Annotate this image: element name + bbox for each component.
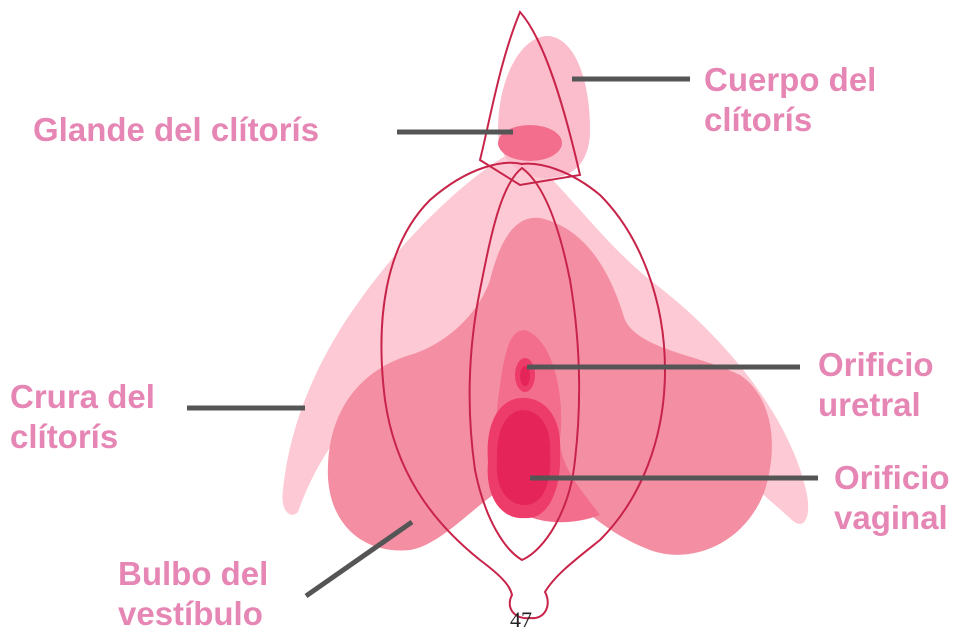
vaginal-orifice-inner-shape — [497, 410, 551, 505]
label-uretral-line2: uretral — [818, 385, 934, 425]
page-number: 47 — [510, 608, 532, 632]
label-crura-line1: Crura del — [10, 377, 155, 417]
label-cuerpo-line2: clítorís — [704, 100, 876, 140]
label-crura-line2: clítorís — [10, 417, 155, 457]
label-orificio-uretral: Orificio uretral — [818, 345, 934, 425]
label-bulbo-line1: Bulbo del — [118, 554, 268, 594]
label-bulbo-line2: vestíbulo — [118, 594, 268, 634]
label-crura-del-clitoris: Crura del clítorís — [10, 377, 155, 457]
label-glande-line1: Glande del clítorís — [33, 110, 319, 150]
label-glande-del-clitoris: Glande del clítorís — [33, 110, 319, 150]
label-vaginal-line1: Orificio — [834, 458, 950, 498]
label-vaginal-line2: vaginal — [834, 498, 950, 538]
label-uretral-line1: Orificio — [818, 345, 934, 385]
label-cuerpo-line1: Cuerpo del — [704, 60, 876, 100]
label-orificio-vaginal: Orificio vaginal — [834, 458, 950, 538]
label-bulbo-del-vestibulo: Bulbo del vestíbulo — [118, 554, 268, 634]
label-cuerpo-del-clitoris: Cuerpo del clítorís — [704, 60, 876, 140]
